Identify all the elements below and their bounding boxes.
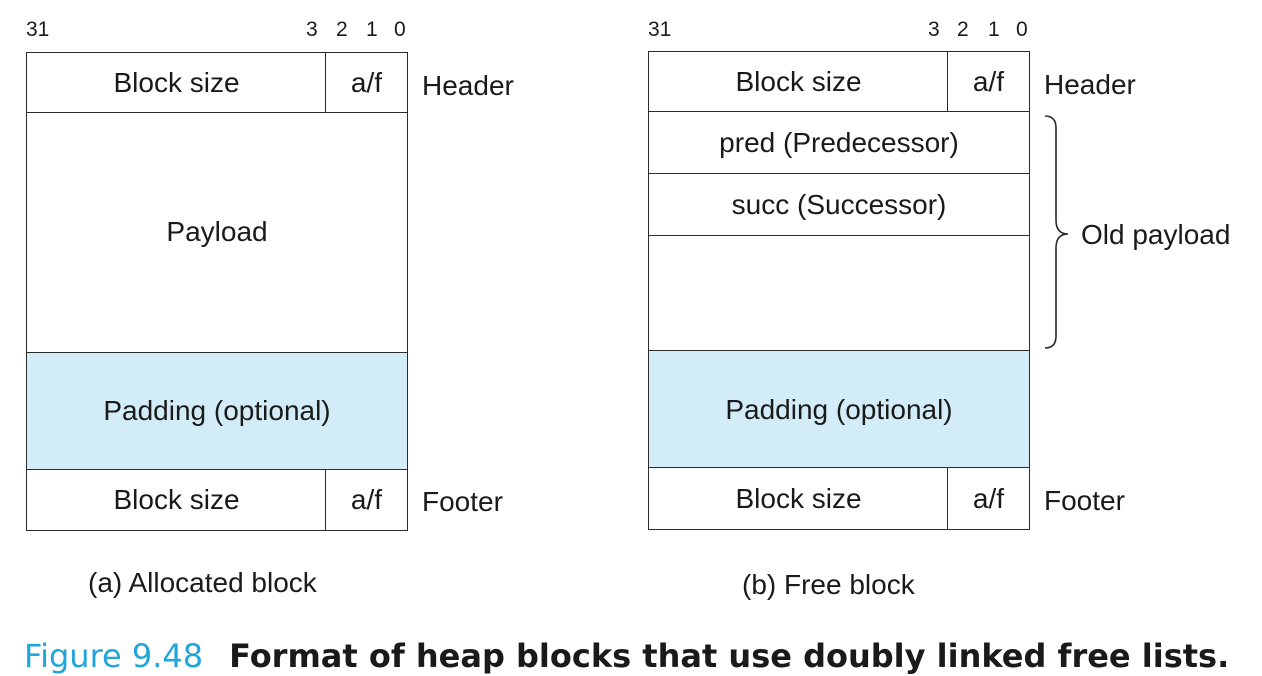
padding-cell: Padding (optional)	[26, 352, 408, 470]
payload-cell: Payload	[26, 112, 408, 353]
bit-31-label: 31	[648, 18, 672, 41]
footer-block-size-cell: Block size	[26, 469, 327, 531]
header-af-cell: a/f	[947, 51, 1030, 112]
bit-3-label: 3	[306, 18, 318, 41]
allocated-block-caption: (a) Allocated block	[88, 567, 317, 598]
bit-1-label: 1	[366, 18, 378, 41]
header-af-cell: a/f	[325, 52, 408, 113]
footer-label: Footer	[422, 486, 503, 517]
header-label: Header	[422, 70, 514, 101]
footer-af-cell: a/f	[325, 469, 408, 531]
succ-cell: succ (Successor)	[648, 173, 1030, 236]
footer-af-cell: a/f	[947, 467, 1030, 530]
bit-0-label: 0	[1016, 18, 1028, 41]
bit-2-label: 2	[957, 18, 969, 41]
old-payload-label: Old payload	[1081, 219, 1231, 250]
figure-title: Format of heap blocks that use doubly li…	[229, 637, 1230, 675]
bit-31-label: 31	[26, 18, 50, 41]
bit-3-label: 3	[928, 18, 940, 41]
bit-0-label: 0	[394, 18, 406, 41]
free-block-caption: (b) Free block	[742, 569, 915, 600]
bit-2-label: 2	[336, 18, 348, 41]
bit-1-label: 1	[988, 18, 1000, 41]
footer-block-size-cell: Block size	[648, 467, 949, 530]
padding-cell: Padding (optional)	[648, 350, 1030, 469]
footer-label: Footer	[1044, 485, 1125, 516]
figure-caption: Figure 9.48 Format of heap blocks that us…	[24, 636, 1229, 676]
header-block-size-cell: Block size	[648, 51, 949, 112]
curly-brace-icon	[1044, 115, 1069, 349]
header-label: Header	[1044, 69, 1136, 100]
old-payload-empty-cell	[648, 235, 1030, 352]
figure-number: Figure 9.48	[24, 637, 204, 675]
header-block-size-cell: Block size	[26, 52, 327, 113]
pred-cell: pred (Predecessor)	[648, 111, 1030, 175]
